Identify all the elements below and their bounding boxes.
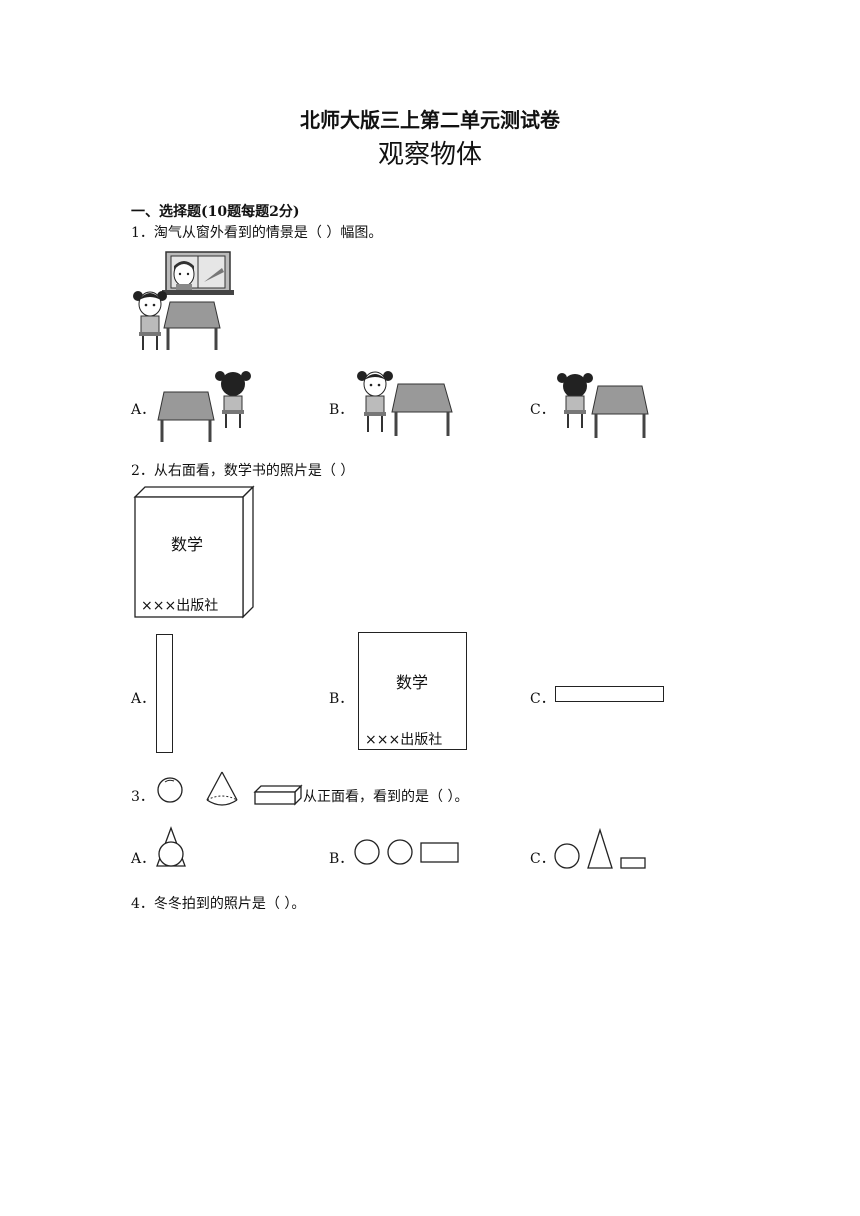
q2-option-b-label[interactable]: B． <box>329 691 354 707</box>
document-title: 北师大版三上第二单元测试卷 <box>300 108 560 132</box>
question-4-text: 冬冬拍到的照片是（ ）。 <box>153 896 306 912</box>
cuboid-icon <box>253 784 303 806</box>
question-3-solids <box>157 771 303 806</box>
circle-shape <box>387 839 413 865</box>
rectangle-shape <box>420 842 459 863</box>
q1-option-b-label[interactable]: B． <box>329 402 354 418</box>
rectangle-shape <box>620 857 646 869</box>
question-2-text: 从右面看，数学书的照片是（ ） <box>153 463 355 479</box>
question-4-number: 4． <box>131 896 154 912</box>
sphere-icon <box>157 777 183 803</box>
question-4: 4．冬冬拍到的照片是（ ）。 <box>131 893 305 913</box>
table-icon <box>163 301 221 350</box>
q2-option-c-label[interactable]: C． <box>530 691 555 707</box>
question-3-number: 3． <box>131 789 154 805</box>
table-icon <box>591 385 649 438</box>
girl-figure-icon <box>133 291 167 350</box>
boy-in-window-icon <box>173 261 195 290</box>
q1-option-a-image[interactable] <box>157 370 253 444</box>
q3-option-c-label[interactable]: C． <box>530 851 555 867</box>
q1-option-a-label[interactable]: A． <box>131 402 156 418</box>
book-title: 数学 <box>171 535 204 554</box>
circle-shape <box>354 839 380 865</box>
cone-icon <box>206 771 238 806</box>
option-b-book-publisher: ×××出版社 <box>365 732 443 748</box>
question-1-text: 淘气从窗外看到的情景是（ ）幅图。 <box>153 225 383 241</box>
q2-option-c-image[interactable] <box>555 686 664 702</box>
book-publisher: ×××出版社 <box>141 598 219 614</box>
triangle-shape <box>587 827 613 869</box>
q3-option-b-image[interactable] <box>354 838 462 868</box>
q1-option-c-image[interactable] <box>557 372 650 440</box>
table-icon <box>157 391 215 442</box>
question-2: 2．从右面看，数学书的照片是（ ） <box>131 460 354 480</box>
question-2-number: 2． <box>131 463 154 479</box>
q2-option-a-image[interactable] <box>156 634 173 753</box>
q3-option-b-label[interactable]: B． <box>329 851 354 867</box>
math-book-3d: 数学 ×××出版社 <box>133 485 255 619</box>
girl-figure-icon <box>215 371 251 428</box>
table-icon <box>391 383 453 436</box>
q1-option-c-label[interactable]: C． <box>530 402 555 418</box>
question-1-illustration <box>133 251 234 350</box>
q1-option-b-image[interactable] <box>357 370 454 440</box>
q2-option-b-image[interactable]: 数学 ×××出版社 <box>358 632 467 750</box>
option-b-book-title: 数学 <box>396 673 429 692</box>
q2-option-a-label[interactable]: A． <box>131 691 156 707</box>
document-subtitle: 观察物体 <box>377 140 482 170</box>
q3-option-a-image[interactable] <box>155 826 187 870</box>
q3-option-a-label[interactable]: A． <box>131 851 156 867</box>
girl-figure-icon <box>557 373 593 428</box>
circle-shape <box>158 841 184 867</box>
q3-option-c-image[interactable] <box>554 827 648 870</box>
question-1-number: 1． <box>131 225 154 241</box>
question-1: 1．淘气从窗外看到的情景是（ ）幅图。 <box>131 222 382 242</box>
section-heading: 一、选择题(10题每题2分) <box>131 204 300 220</box>
window-icon <box>162 251 234 295</box>
circle-shape <box>554 843 580 869</box>
book-outline <box>133 485 255 619</box>
girl-figure-icon <box>357 371 393 432</box>
question-3-text: 从正面看，看到的是（ ）。 <box>303 789 469 805</box>
